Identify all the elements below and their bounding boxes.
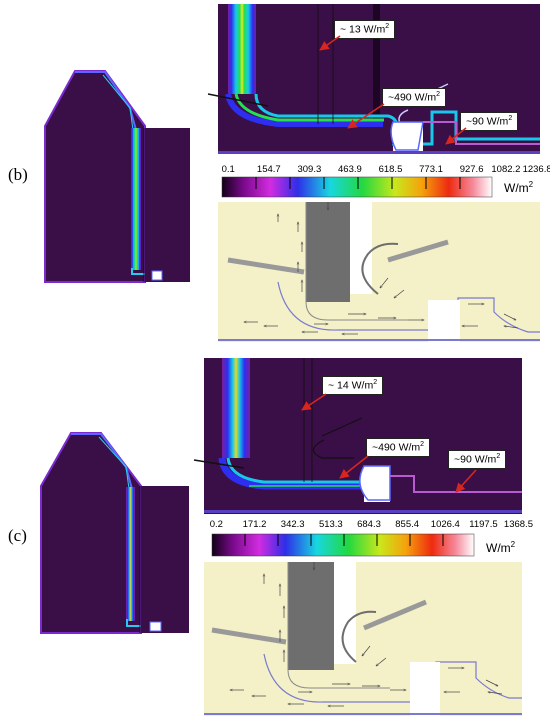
colorbar-tick: 342.3 (280, 519, 305, 530)
callout-mid-flux: ~90 W/m2 (448, 450, 507, 469)
colorbar-tick: 773.1 (419, 164, 443, 175)
colorbar (221, 176, 493, 198)
callout-mid-flux: ~90 W/m2 (460, 112, 519, 131)
domain-overview-map (40, 432, 189, 634)
callout-arrows (319, 35, 467, 145)
callout-arrows (301, 393, 477, 493)
colorbar (211, 533, 475, 557)
colorbar-tick: 463.9 (338, 164, 362, 175)
colorbar-tick: 0.2 (209, 519, 223, 530)
velocity-vector-map (204, 562, 522, 716)
panel-label: (c) (8, 526, 27, 545)
velocity-vector-map (218, 202, 540, 342)
colorbar-tick: 618.5 (378, 164, 403, 175)
colorbar-tick: 1026.4 (430, 519, 460, 530)
colorbar-tick: 684.3 (357, 519, 381, 530)
domain-overview-map (44, 70, 190, 283)
colorbar-tick: 927.6 (459, 164, 484, 175)
callout-high-flux: ~490 W/m2 (382, 88, 447, 107)
colorbar-unit: W/m2 (486, 540, 516, 555)
colorbar-tick: 0.1 (221, 164, 235, 175)
colorbar-ticks: 0.1 154.7 309.3 463.9 618.5 773.1 927.6 … (221, 164, 550, 176)
colorbar-tick: 1197.5 (469, 519, 498, 530)
colorbar-unit: W/m2 (504, 180, 534, 195)
colorbar-tick: 154.7 (256, 164, 281, 175)
colorbar-tick: 855.4 (395, 519, 420, 530)
callout-low-flux: ~ 14 W/m2 (322, 376, 384, 395)
colorbar-tick: 1236.8 (522, 164, 550, 175)
callout-low-flux: ~ 13 W/m2 (334, 20, 396, 39)
panel-c: (c) ~ 14 W/m2 ~490 W/m2 ~90 W/m2 (0, 356, 550, 716)
arrow-mid-flux (455, 469, 477, 493)
panel-label: (b) (8, 165, 28, 184)
colorbar-ticks: 0.2 171.2 342.3 513.3 684.3 855.4 1026.4… (209, 519, 533, 531)
callout-high-flux: ~490 W/m2 (366, 438, 431, 457)
colorbar-tick: 1082.2 (491, 164, 521, 175)
colorbar-tick: 171.2 (242, 519, 267, 530)
arrow-low-flux (301, 393, 327, 411)
panel-b: (b) ~ 13 W/m2 ~490 W/m2 ~90 W/m2 (0, 0, 550, 360)
arrow-high-flux (347, 103, 385, 129)
arrow-low-flux (319, 35, 341, 51)
colorbar-tick: 309.3 (297, 164, 322, 175)
arrow-high-flux (339, 455, 369, 479)
colorbar-tick: 513.3 (318, 519, 343, 530)
colorbar-tick: 1368.5 (503, 519, 533, 530)
arrow-mid-flux (445, 127, 467, 145)
